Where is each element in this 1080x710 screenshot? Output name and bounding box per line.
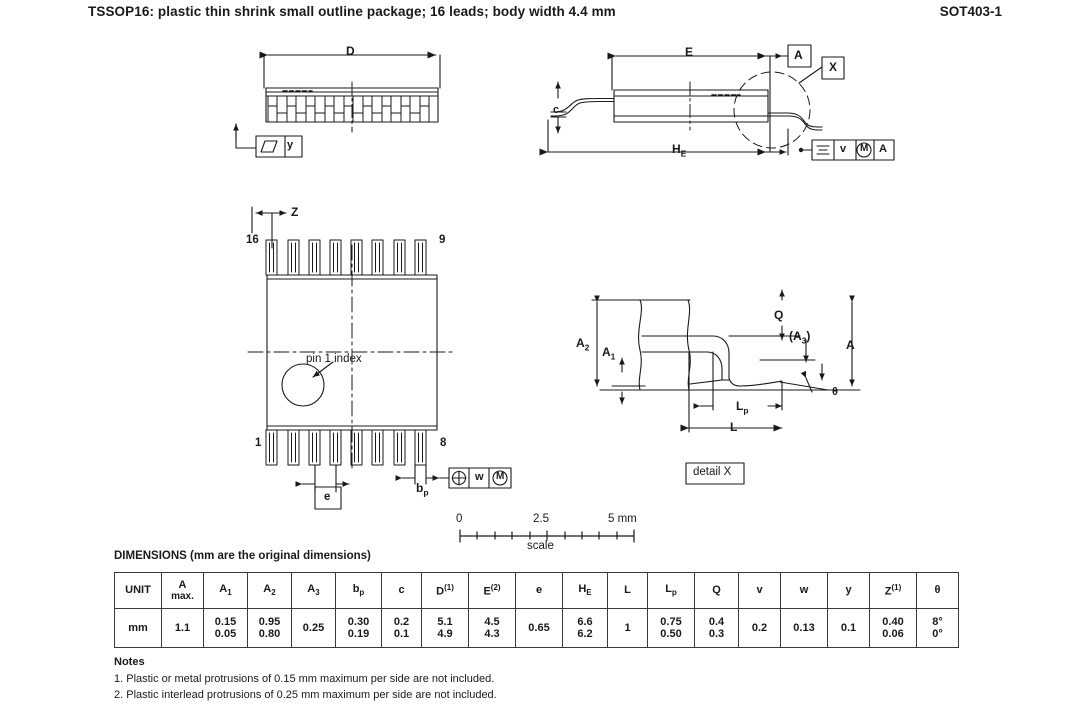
table-header-row: UNIT A max. A1 A2 A3 bp c D(1) E(2) e HE… xyxy=(114,572,959,609)
dim-label-A1: A1 xyxy=(602,345,616,362)
dim-label-A-overall: A xyxy=(846,338,855,352)
scale-caption: scale xyxy=(527,540,554,552)
scale-bar xyxy=(459,529,635,543)
view-plan xyxy=(247,206,512,510)
dim-label-A3: (A3) xyxy=(789,329,811,346)
pin-number-9: 9 xyxy=(439,234,446,246)
dim-label-bp: bp xyxy=(416,481,429,498)
dim-label-e: e xyxy=(324,491,331,503)
page-title: TSSOP16: plastic thin shrink small outli… xyxy=(88,4,616,19)
package-code: SOT403-1 xyxy=(939,4,1002,19)
dimensions-table: UNIT A max. A1 A2 A3 bp c D(1) E(2) e HE… xyxy=(114,572,959,648)
dim-label-c: c xyxy=(553,104,560,116)
cell-unit: mm xyxy=(114,608,162,648)
dim-label-Q: Q xyxy=(774,308,784,322)
pin-1-index-label: pin 1 index xyxy=(306,353,362,365)
dim-label-E: E xyxy=(685,45,694,59)
col-header-A2: A2 xyxy=(247,572,292,609)
notes-section: Notes 1. Plastic or metal protrusions of… xyxy=(114,655,497,704)
col-header-c: c xyxy=(381,572,422,609)
detail-x-label: detail X xyxy=(693,466,732,478)
pin-number-16: 16 xyxy=(246,234,259,246)
col-header-theta: θ xyxy=(916,572,959,609)
datum-A-box-label: A xyxy=(794,48,803,62)
cell-theta: 8°0° xyxy=(916,608,959,648)
dim-label-theta: θ xyxy=(832,386,838,398)
col-header-A: A max. xyxy=(161,572,204,609)
col-header-e: e xyxy=(515,572,563,609)
fcf-mmc-label-right: M xyxy=(860,143,869,154)
pin-number-8: 8 xyxy=(440,437,447,449)
fcf-v-label: v xyxy=(840,143,847,155)
dim-label-Lp: Lp xyxy=(736,399,749,416)
note-item-1: 1. Plastic or metal protrusions of 0.15 … xyxy=(114,672,495,685)
col-header-bp: bp xyxy=(335,572,382,609)
cell-e: 0.65 xyxy=(515,608,563,648)
col-header-D: D(1) xyxy=(421,572,469,609)
dim-label-HE: HE xyxy=(672,142,687,159)
col-header-y: y xyxy=(827,572,870,609)
dimensions-caption: DIMENSIONS (mm are the original dimensio… xyxy=(114,550,371,562)
col-header-E: E(2) xyxy=(468,572,516,609)
col-header-unit: UNIT xyxy=(114,572,162,609)
fcf-datum-y: y xyxy=(287,139,294,151)
dim-label-D: D xyxy=(346,44,355,58)
notes-title: Notes xyxy=(114,656,145,668)
col-header-Q: Q xyxy=(694,572,739,609)
col-header-Z: Z(1) xyxy=(869,572,917,609)
col-header-A1: A1 xyxy=(203,572,248,609)
scale-tick-max: 5 mm xyxy=(608,513,637,525)
col-header-Lp: Lp xyxy=(647,572,695,609)
fcf-datum-A-right: A xyxy=(879,143,887,155)
dim-label-L: L xyxy=(730,420,738,434)
view-top-left xyxy=(233,51,441,158)
cell-y: 0.1 xyxy=(827,608,870,648)
note-item-2: 2. Plastic interlead protrusions of 0.25… xyxy=(114,688,497,701)
col-header-v: v xyxy=(738,572,781,609)
col-header-A3: A3 xyxy=(291,572,336,609)
cell-L: 1 xyxy=(607,608,648,648)
callout-X-label: X xyxy=(829,60,838,74)
col-header-L: L xyxy=(607,572,648,609)
fcf-w-label: w xyxy=(475,471,484,483)
scale-tick-mid: 2.5 xyxy=(533,513,549,525)
col-header-HE: HE xyxy=(562,572,608,609)
package-outline-drawings xyxy=(233,44,895,543)
dim-label-Z: Z xyxy=(291,205,299,219)
cell-w: 0.13 xyxy=(780,608,828,648)
cell-A: 1.1 xyxy=(161,608,204,648)
pin-number-1: 1 xyxy=(255,437,262,449)
scale-tick-0: 0 xyxy=(456,513,463,525)
cell-A3: 0.25 xyxy=(291,608,336,648)
fcf-mmc-label-plan: M xyxy=(496,471,505,482)
col-header-w: w xyxy=(780,572,828,609)
cell-v: 0.2 xyxy=(738,608,781,648)
dim-label-A2: A2 xyxy=(576,336,590,353)
view-detail-x xyxy=(591,289,861,485)
view-top-right xyxy=(539,44,895,161)
